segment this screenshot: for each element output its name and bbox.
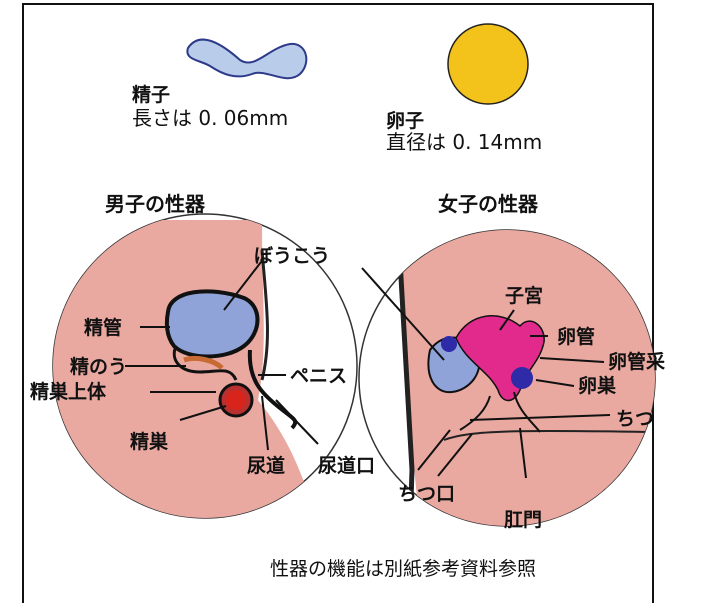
label-testis: 精巣 — [130, 430, 169, 453]
label-seminal-vesicle: 精のう — [70, 355, 127, 378]
egg-size: 直径は 0. 14mm — [386, 126, 542, 155]
label-vagina: ちつ — [616, 408, 654, 430]
label-urethral-opening: 尿道口 — [318, 454, 375, 477]
label-anus: 肛門 — [504, 509, 542, 531]
label-oviduct: 卵管 — [557, 325, 595, 348]
label-urethra: 尿道 — [247, 454, 285, 477]
label-ovary: 卵巣 — [578, 374, 617, 397]
label-uterus: 子宮 — [505, 284, 543, 307]
label-epididymis: 精巣上体 — [30, 380, 107, 403]
sperm-illustration — [187, 40, 306, 79]
label-fimbriae: 卵管采 — [608, 350, 665, 373]
label-vaginal-opening: ちつ口 — [398, 483, 455, 505]
egg-illustration — [448, 24, 528, 104]
footer-note: 性器の機能は別紙参考資料参照 — [270, 554, 536, 581]
label-bladder: ぼうこう — [254, 245, 330, 267]
label-penis: ペニス — [290, 365, 347, 387]
label-vas-deferens: 精管 — [84, 316, 122, 339]
male-heading: 男子の性器 — [105, 188, 205, 217]
sperm-size: 長さは 0. 06mm — [132, 102, 288, 131]
female-heading: 女子の性器 — [438, 188, 538, 217]
